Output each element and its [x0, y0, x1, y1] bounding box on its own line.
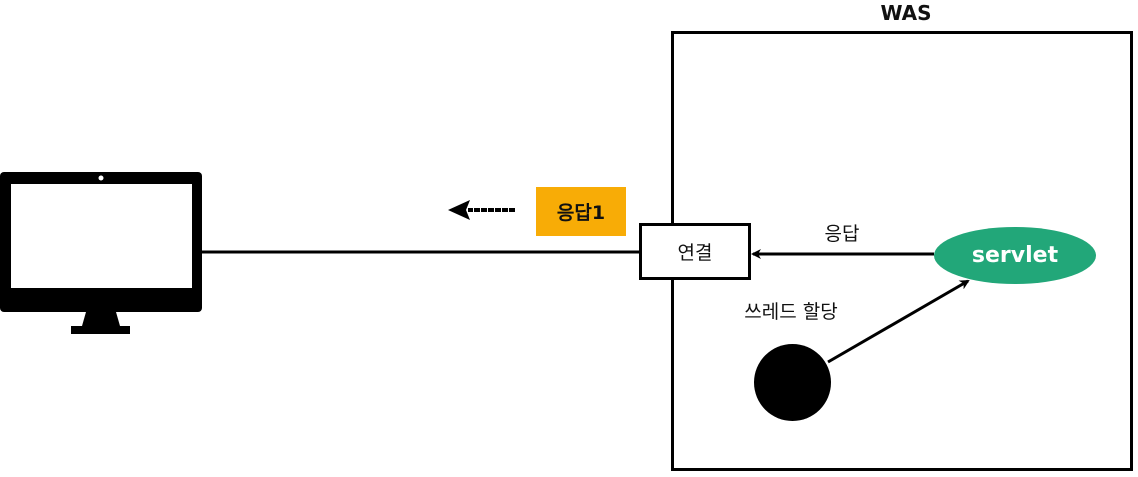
was-title: WAS: [880, 1, 932, 25]
computer-monitor-icon: [0, 172, 202, 334]
connection-box: 연결: [639, 223, 751, 280]
thread-node: [754, 344, 831, 421]
thread-assign-label: 쓰레드 할당: [744, 301, 838, 323]
thread-assign-arrow: [827, 279, 970, 364]
outgoing-response-arrow: [448, 200, 515, 220]
response1-badge: 응답1: [536, 187, 626, 236]
servlet-node: servlet: [934, 227, 1096, 284]
response-label: 응답: [824, 223, 860, 245]
